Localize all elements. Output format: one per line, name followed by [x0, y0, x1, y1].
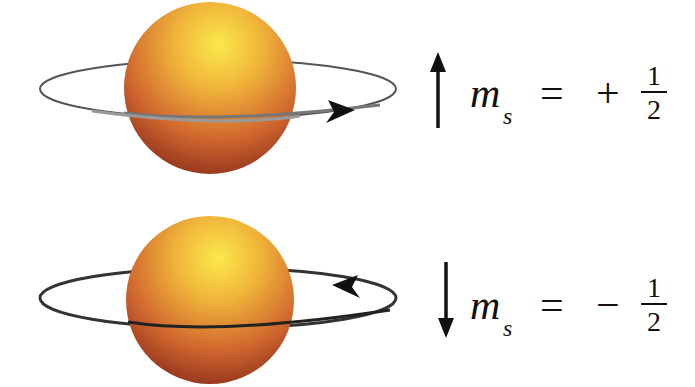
spin-down-arrowhead	[438, 318, 454, 338]
fraction-numerator: 1	[647, 274, 661, 302]
quantum-symbol: m	[470, 72, 500, 114]
spin-up-arrow	[436, 68, 440, 128]
quantum-symbol: m	[470, 284, 500, 326]
orbit-front	[92, 111, 300, 121]
sign: −	[596, 284, 620, 326]
electron-sphere	[124, 2, 296, 174]
subscript: s	[503, 104, 512, 128]
spin-down-arrow	[444, 262, 448, 322]
fraction-denominator: 2	[647, 96, 661, 124]
orbit-front	[128, 310, 390, 327]
sign: +	[596, 72, 620, 114]
fraction-bar	[641, 303, 667, 305]
equals-sign: =	[540, 284, 564, 326]
fraction-bar	[641, 91, 667, 93]
spin-up-arrowhead	[430, 52, 446, 72]
fraction-denominator: 2	[647, 308, 661, 336]
rotation-arrowhead	[332, 275, 360, 298]
rotation-arrowhead	[326, 100, 355, 123]
equals-sign: =	[540, 72, 564, 114]
subscript: s	[503, 316, 512, 340]
fraction-numerator: 1	[647, 62, 661, 90]
electron-sphere	[126, 216, 294, 384]
